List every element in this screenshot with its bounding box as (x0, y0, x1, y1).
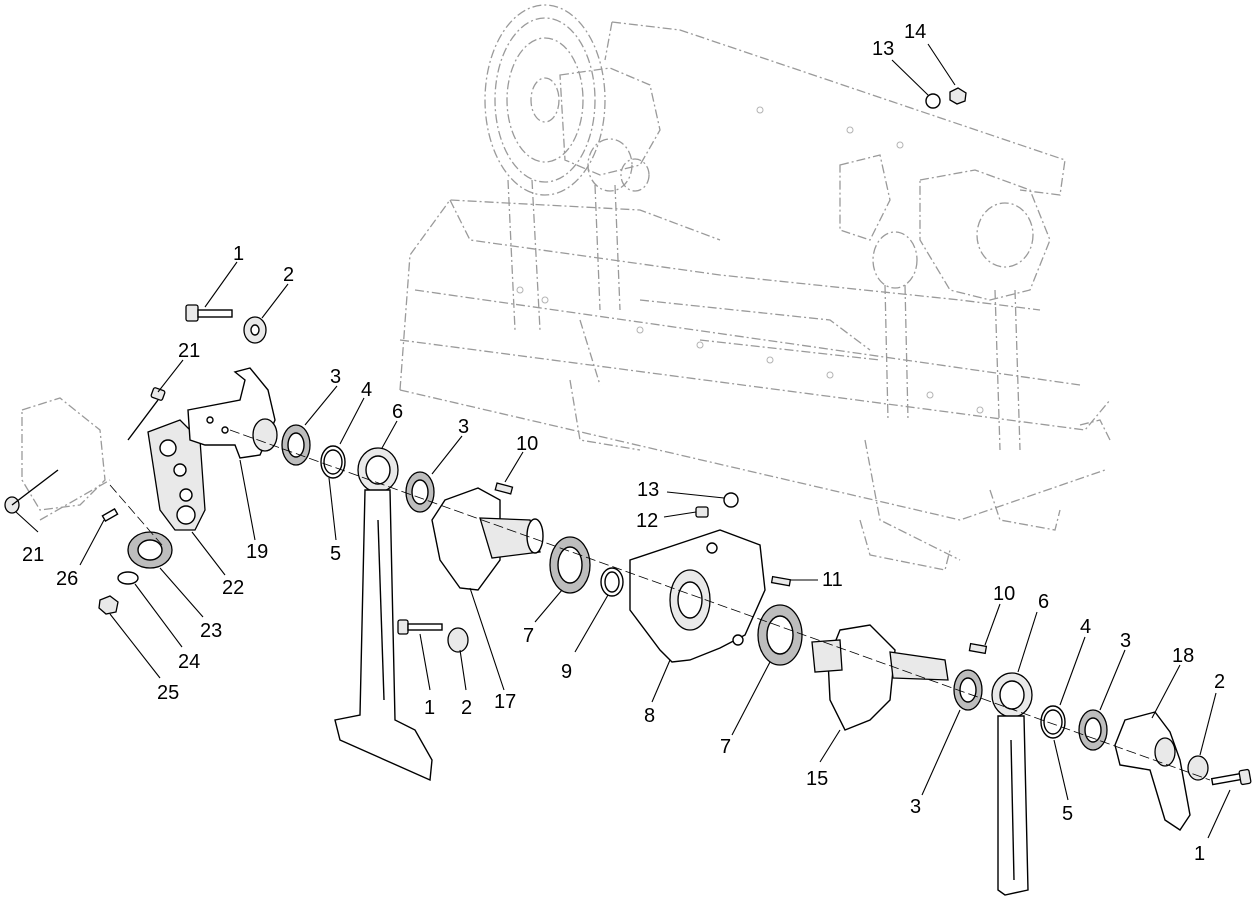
callout-11: 11 (822, 569, 843, 591)
left-bolt-ghost (39, 479, 111, 521)
callout-5: 5 (1062, 803, 1073, 825)
callout-3: 3 (910, 796, 921, 818)
bolt-1-lower-head (397, 619, 409, 635)
callout-10: 10 (993, 583, 1015, 605)
callout-4: 4 (1080, 616, 1091, 638)
callout-1: 1 (1194, 843, 1205, 865)
callout-6: 6 (1038, 591, 1049, 613)
assembly-axis (229, 429, 1211, 781)
callout-22: 22 (222, 577, 244, 599)
pin-11 (770, 575, 792, 587)
callout-14: 14 (904, 21, 926, 43)
bolt-1-right (1210, 772, 1244, 786)
callout-10: 10 (516, 433, 538, 455)
bracket-18 (1114, 711, 1191, 831)
callout-labels: 1 2 21 3 4 6 3 10 21 19 5 26 22 23 24 25… (22, 21, 1225, 865)
callout-15: 15 (806, 768, 828, 790)
cover-17 (431, 487, 501, 591)
callout-2: 2 (461, 697, 472, 719)
callout-21: 21 (178, 340, 200, 362)
washer-13-top (925, 93, 941, 109)
parts (4, 87, 1252, 896)
washer-13-mid (723, 492, 739, 508)
key-10-right (968, 642, 988, 655)
callout-8: 8 (644, 705, 655, 727)
cover-15 (827, 624, 896, 731)
callout-26: 26 (56, 568, 78, 590)
callout-4: 4 (361, 379, 372, 401)
callout-19: 19 (246, 541, 268, 563)
callout-21: 21 (22, 544, 44, 566)
callout-12: 12 (636, 510, 658, 532)
splined-shaft (811, 639, 843, 673)
callout-3: 3 (330, 366, 341, 388)
left-bracket-ghost (21, 397, 106, 511)
callout-7: 7 (523, 625, 534, 647)
callout-25: 25 (157, 682, 179, 704)
bolt-1-upper (185, 304, 233, 322)
bolt-26 (101, 507, 119, 523)
callout-18: 18 (1172, 645, 1194, 667)
callout-9: 9 (561, 661, 572, 683)
callout-1: 1 (424, 697, 435, 719)
callout-23: 23 (200, 620, 222, 642)
bolt-1-lower (407, 623, 443, 631)
washer-24 (117, 571, 139, 585)
shaft-right (889, 651, 949, 681)
callout-2: 2 (1214, 671, 1225, 693)
nut-14-top (949, 87, 967, 105)
callout-24: 24 (178, 651, 200, 673)
callout-7: 7 (720, 736, 731, 758)
callout-13: 13 (872, 38, 894, 60)
bolt-1-right-head (1238, 768, 1252, 786)
bolt-12 (695, 506, 709, 518)
callout-1: 1 (233, 243, 244, 265)
callout-13: 13 (637, 479, 659, 501)
shaft-left (479, 517, 541, 559)
arm-6-right (991, 672, 1033, 896)
washer-2-lower (447, 627, 469, 653)
nut-25 (98, 595, 119, 615)
arm-6-left (334, 447, 433, 782)
leader-lines (15, 43, 1231, 839)
callout-5: 5 (330, 543, 341, 565)
callout-2: 2 (283, 264, 294, 286)
washer-2-right (1187, 755, 1209, 781)
key-10-left (494, 482, 514, 495)
bolt-21-left (11, 469, 59, 506)
callout-3: 3 (1120, 630, 1131, 652)
callout-6: 6 (392, 401, 403, 423)
callout-3: 3 (458, 416, 469, 438)
frame-assembly-ghost (399, 4, 1111, 571)
callout-17: 17 (494, 691, 516, 713)
